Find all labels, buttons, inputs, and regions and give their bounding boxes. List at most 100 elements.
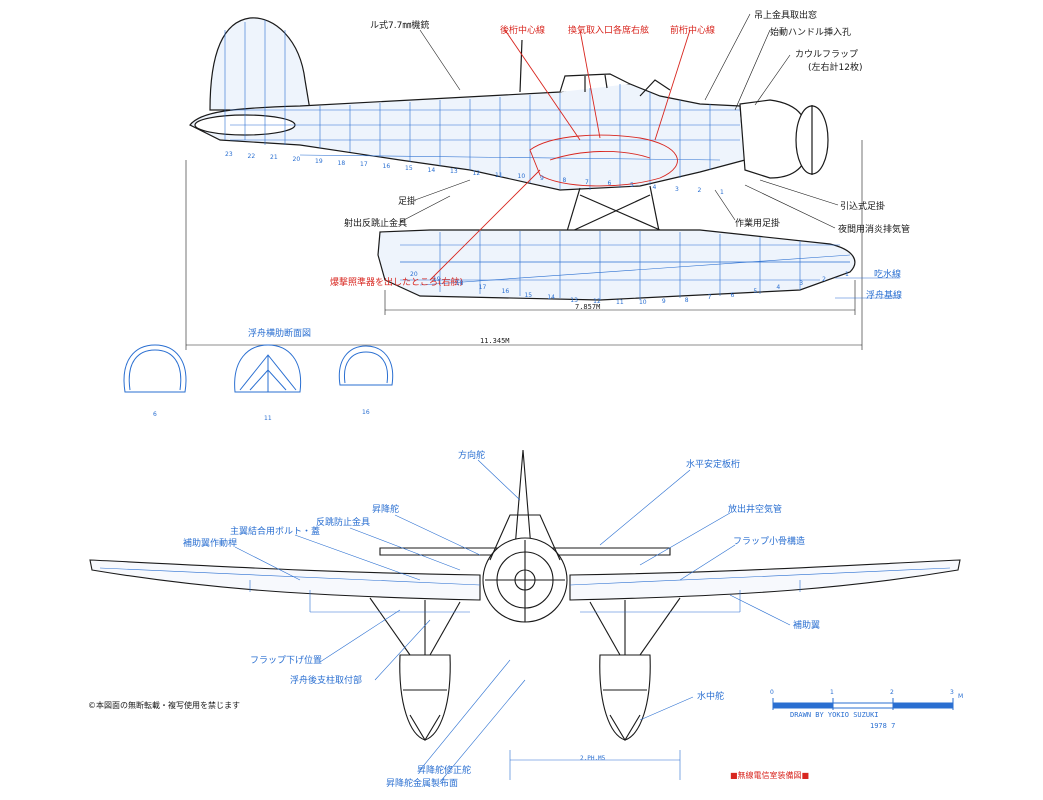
fuselage-frame-number: 5	[630, 182, 634, 190]
float-frame-number: 15	[524, 291, 533, 299]
flap-rib-label: フラップ小骨構造	[733, 537, 806, 547]
fuselage-frame-number: 21	[270, 154, 278, 162]
dimension-lines	[185, 140, 900, 350]
float-frame-number: 4	[776, 284, 781, 292]
crank-label: 始動ハンドル挿入孔	[770, 28, 852, 38]
float-length-dim: 7.857M	[575, 303, 601, 311]
side-structure-lines	[224, 20, 851, 300]
anti-recoil-front-label: 反跳防止金具	[316, 518, 371, 528]
float-frame-number: 2	[822, 275, 826, 283]
float-frame-number: 14	[547, 294, 555, 302]
air-tube-label: 放出井空気管	[728, 505, 783, 515]
cowl-flap-label: カウルフラップ	[795, 50, 859, 60]
float-frame-number: 8	[684, 296, 689, 304]
fuselage-frame-number: 13	[450, 168, 458, 176]
scale-label: 1	[830, 689, 834, 696]
elevator-label: 昇降舵	[372, 505, 400, 515]
float-section-label: 浮舟横肋断面図	[248, 329, 312, 339]
side-view	[189, 17, 856, 301]
rear-spar-label: 後桁中心線	[500, 26, 546, 36]
sheet-title: ■無線電信室装備図■	[730, 771, 810, 780]
footstep-label: 足掛	[398, 197, 417, 207]
float-frame-number: 7	[707, 294, 712, 302]
retract-footstep-label: 引込式足掛	[840, 202, 886, 212]
hoist-label: 吊上金具取出窓	[754, 11, 818, 21]
float-frame-number: 17	[478, 284, 487, 292]
float-frame-number: 20	[410, 271, 418, 278]
scale-label: 3	[950, 689, 954, 696]
rudder-label: 方向舵	[458, 451, 486, 461]
work-footstep-label: 作業用足掛	[735, 219, 781, 229]
float-frame-number: 18	[455, 280, 464, 288]
fuselage-frame-number: 8	[562, 176, 567, 184]
fuselage-frame-number: 20	[292, 156, 301, 164]
scale-label: 0	[770, 689, 774, 696]
float-sections	[123, 344, 394, 393]
anti-recoil-label: 射出反跳止金具	[344, 219, 408, 229]
overall-length-dim: 11.345M	[480, 337, 510, 345]
float-frame-number: 16	[501, 288, 510, 296]
bottom-dim-label: 2.PH.M5	[580, 755, 606, 762]
float-frame-number: 3	[799, 280, 804, 288]
section-number: 16	[362, 409, 370, 416]
elevator-metal-label: 昇降舵金属製布面	[386, 779, 459, 789]
fuselage-frame-number: 18	[337, 159, 346, 167]
float-frame-number: 1	[845, 271, 849, 278]
fuselage-frame-number: 15	[405, 164, 413, 172]
elevator-trim-label: 昇降舵修正舵	[417, 766, 472, 776]
waterline-taxi-label: 浮舟基線	[866, 291, 903, 301]
fuselage-frame-number: 12	[472, 170, 481, 177]
fuselage-frame-number: 16	[382, 163, 391, 171]
front-view	[89, 449, 961, 742]
float-strut-label: 浮舟後支柱取付部	[290, 676, 363, 686]
section-number: 6	[153, 411, 157, 418]
flame-damper-label: 夜間用消炎排気管	[838, 225, 911, 235]
side-leader-lines	[399, 13, 839, 229]
fuselage-frame-number: 22	[247, 152, 256, 160]
fuselage-frame-number: 10	[517, 173, 526, 181]
float-frame-number: 5	[753, 288, 758, 296]
scale-unit: M	[958, 693, 964, 700]
float-frame-number: 10	[638, 298, 647, 306]
drawn-by: DRAWN BY YOKIO SUZUKI	[790, 711, 879, 719]
scale-bar	[772, 698, 954, 710]
vent-label: 換気取入口各席右舷	[568, 26, 650, 36]
aileron-label: 補助翼	[793, 621, 821, 631]
float-frame-number: 19	[432, 275, 441, 283]
radio-room-overlay	[429, 29, 691, 281]
stabilizer-label: 水平安定板桁	[686, 460, 741, 470]
fuselage-frame-number: 7	[585, 178, 589, 186]
water-rudder-label: 水中舵	[697, 692, 725, 702]
main-bolt-label: 主翼結合用ボルト・蓋	[230, 527, 321, 537]
mg-label: ル式7.7㎜機銃	[370, 21, 430, 31]
drawn-date: 1978 7	[870, 722, 896, 730]
fuselage-frame-number: 9	[540, 175, 544, 183]
float-frame-number: 12	[593, 298, 601, 306]
cowl-flap-note: (左右計12枚)	[808, 63, 863, 73]
bottom-dimension	[509, 750, 681, 780]
waterline-still-label: 吃水線	[874, 270, 902, 280]
fuselage-frame-number: 11	[495, 171, 503, 179]
fuselage-frame-number: 23	[225, 151, 233, 158]
section-number: 11	[264, 415, 272, 422]
float-frame-number: 6	[730, 291, 735, 299]
aileron-lever-label: 補助翼作動桿	[183, 539, 238, 549]
fuselage-frame-number: 3	[675, 185, 679, 193]
float-frame-number: 11	[616, 298, 624, 306]
scale-label: 2	[890, 689, 894, 696]
float-frame-number: 13	[570, 296, 578, 304]
fuselage-frame-number: 1	[720, 189, 724, 196]
fuselage-frame-number: 14	[427, 166, 436, 174]
fuselage-frame-number: 17	[360, 161, 368, 169]
front-spar-label: 前桁中心線	[670, 26, 716, 36]
catapult-bracket-label: 爆撃照準器を出したところ(右舷)	[330, 278, 464, 288]
fuselage-frame-number: 2	[697, 187, 702, 195]
fuselage-frame-number: 19	[315, 157, 323, 165]
float-frame-number: 9	[661, 298, 666, 306]
fuselage-frame-number: 6	[607, 180, 612, 188]
copyright-note: ©本図面の無断転載・複写使用を禁じます	[88, 701, 240, 710]
flap-down-label: フラップ下げ位置	[250, 656, 323, 666]
front-structure-lines	[99, 459, 951, 783]
